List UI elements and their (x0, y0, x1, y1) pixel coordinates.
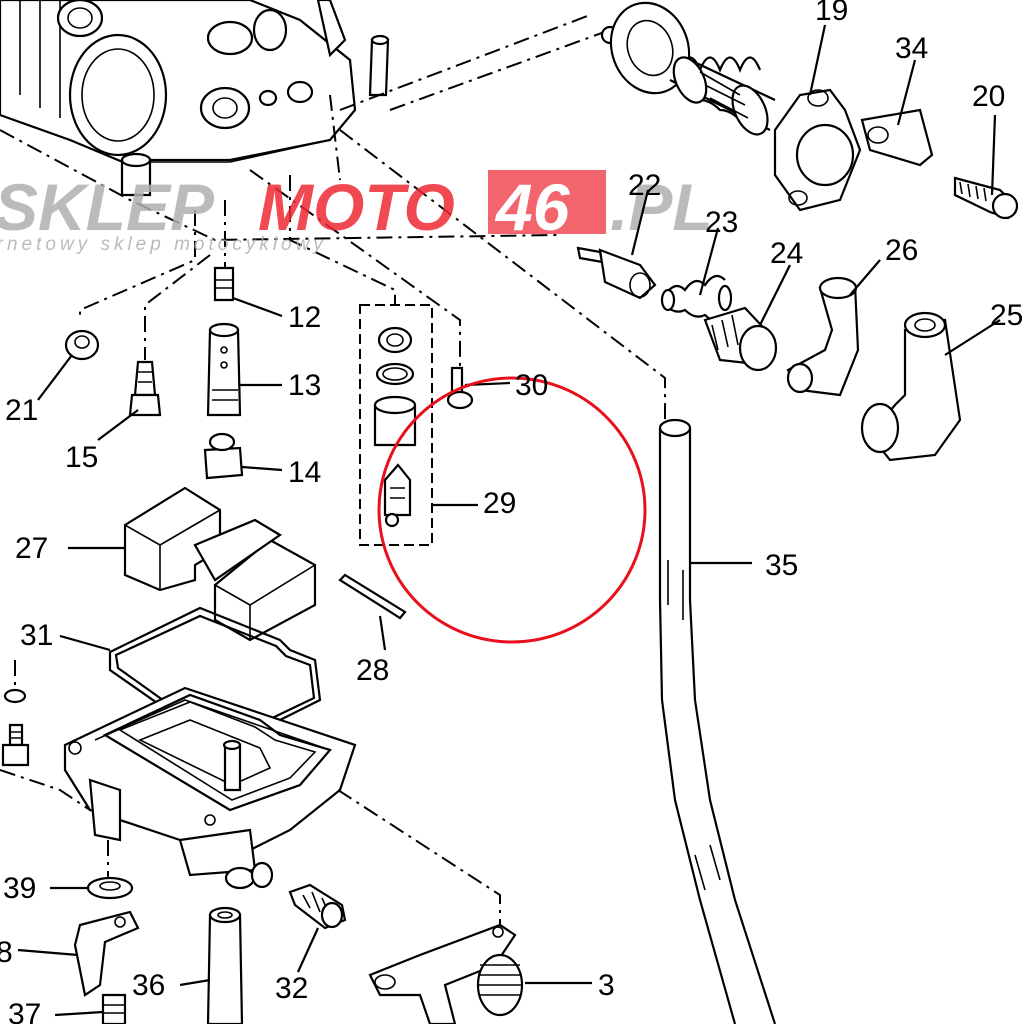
callout-39: 39 (3, 872, 36, 905)
bowl-leader-lines (0, 660, 501, 925)
assembly-leader-lines (0, 14, 666, 420)
kit-box-29 (359, 304, 433, 546)
carburetor-body (0, 0, 390, 197)
watermark-brand-part4: .PL (610, 170, 713, 244)
highlight-circle (377, 376, 647, 644)
watermark-brand-part1: SKLEP (0, 170, 215, 244)
callout-35: 35 (765, 549, 798, 582)
callout-34: 34 (895, 32, 928, 65)
callout-37: 37 (8, 998, 41, 1024)
watermark-brand-part2: MOTO (258, 170, 455, 244)
watermark-brand-part3: 46 (494, 170, 571, 244)
throttle-linkage-3 (368, 923, 524, 1026)
callout-22: 22 (628, 169, 661, 202)
hose-35 (658, 418, 777, 1025)
callout-24: 24 (770, 237, 803, 270)
callout-26: 26 (885, 234, 918, 267)
washer-39 (86, 876, 134, 900)
callout-leaders (17, 24, 1001, 1017)
washer-21 (64, 329, 100, 361)
screw-30 (446, 366, 474, 410)
float-pin-28 (338, 573, 407, 620)
pilot-screw-15 (128, 360, 162, 417)
hose-fitting-26 (786, 276, 860, 397)
callout-20: 20 (972, 80, 1005, 113)
callout-19: 19 (815, 0, 848, 27)
callout-8: 8 (0, 936, 13, 969)
callout-14: 14 (288, 456, 321, 489)
float-bowl (63, 686, 357, 890)
callout-29: 29 (483, 487, 516, 520)
screw-37 (101, 993, 127, 1026)
hose-36 (206, 906, 244, 1026)
callout-3: 3 (598, 969, 615, 1002)
callout-13: 13 (288, 369, 321, 402)
jet-12 (213, 266, 235, 302)
float-27 (123, 486, 317, 642)
screw-20 (953, 176, 1019, 220)
bracket-8 (73, 910, 140, 997)
bowl-screws (1, 688, 30, 767)
callout-25: 25 (990, 299, 1023, 332)
spring-coil (669, 56, 776, 136)
hose-fitting-25 (860, 311, 962, 462)
diaphragm-cover (600, 1, 691, 95)
callout-21: 21 (5, 394, 38, 427)
callout-31: 31 (20, 619, 53, 652)
screw-24 (703, 306, 778, 372)
callout-32: 32 (275, 972, 308, 1005)
drain-screw-32 (288, 883, 347, 930)
watermark-tagline: internetowy sklep motocyklowy (0, 234, 327, 255)
needle-valve-22 (576, 246, 657, 300)
callout-15: 15 (65, 441, 98, 474)
callout-36: 36 (132, 969, 165, 1002)
emulsion-tube-13 (206, 322, 242, 417)
bracket-34 (860, 108, 934, 167)
callout-27: 27 (15, 532, 48, 565)
callout-23: 23 (705, 206, 738, 239)
watermark-logo: SKLEP MOTO 46 .PL internetowy sklep moto… (0, 170, 713, 255)
cover-housing-19 (773, 88, 862, 212)
callout-12: 12 (288, 301, 321, 334)
main-jet-14 (203, 432, 244, 480)
callout-28: 28 (356, 654, 389, 687)
callout-30: 30 (515, 369, 548, 402)
